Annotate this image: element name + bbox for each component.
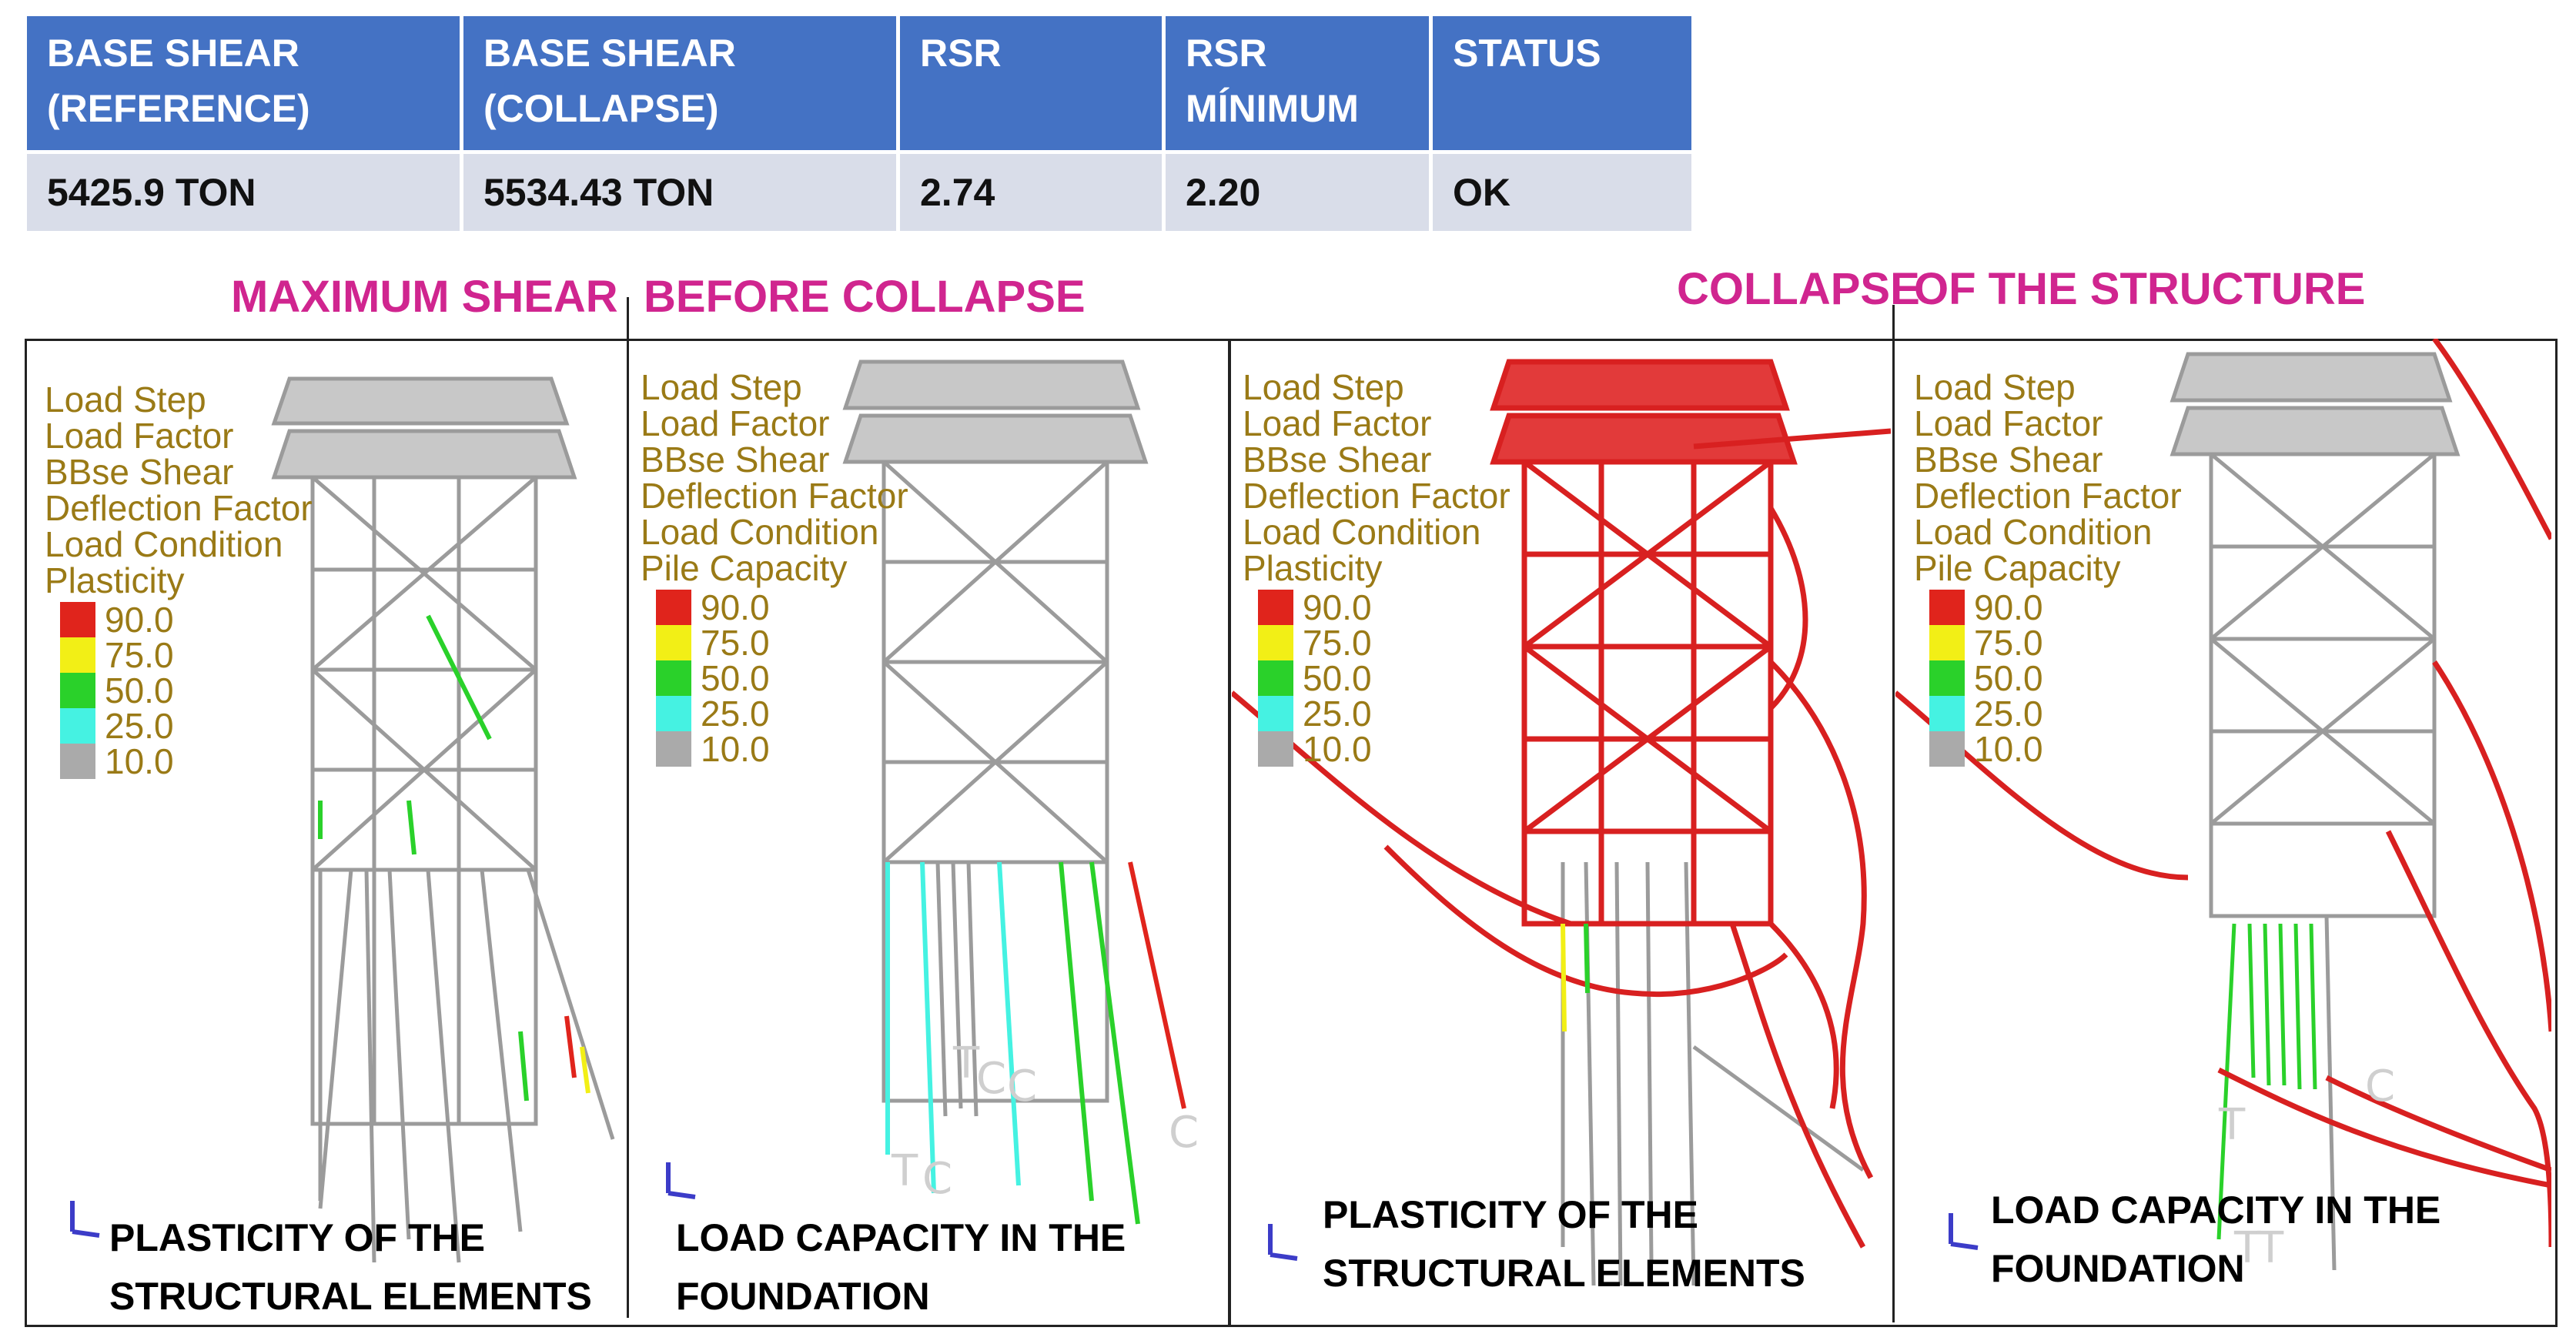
scale-swatch-75 — [60, 637, 95, 673]
legend-deflection-factor: Deflection Factor — [1914, 476, 2182, 516]
svg-text:T: T — [2257, 1223, 2284, 1273]
legend-plasticity: Plasticity — [1243, 548, 1383, 588]
scale-swatch-75 — [656, 625, 691, 660]
legend-load-factor: Load Factor — [1243, 403, 1432, 443]
structure-plasticity-model — [271, 376, 615, 1263]
axis-triad-icon — [1949, 1213, 1979, 1250]
header-rsr: RSR — [896, 12, 1166, 154]
legend-pile-capacity: Pile Capacity — [641, 548, 848, 588]
svg-text:C: C — [2365, 1061, 2395, 1112]
panel-2-legend: Load Step Load Factor BBse Shear Deflect… — [641, 369, 908, 767]
scale-swatch-90 — [60, 602, 95, 637]
legend-load-step: Load Step — [641, 367, 802, 407]
summary-value-row: 5425.9 TON 5534.43 TON 2.74 2.20 OK — [23, 150, 1695, 235]
heading-collapse: COLLAPSE — [1677, 264, 1920, 314]
legend-load-step: Load Step — [1914, 367, 2076, 407]
value-rsr: 2.74 — [896, 150, 1166, 235]
header-base-shear-collapse: BASE SHEAR(COLLAPSE) — [460, 12, 900, 154]
heading-before-collapse: BEFORE COLLAPSE — [644, 272, 1086, 322]
heading-maximum-shear: MAXIMUM SHEAR — [231, 272, 618, 322]
header-base-shear-reference: BASE SHEAR(REFERENCE) — [23, 12, 463, 154]
legend-load-step: Load Step — [45, 379, 206, 420]
scale-swatch-50 — [60, 673, 95, 708]
legend-load-condition: Load Condition — [45, 524, 283, 564]
scale-swatch-50 — [656, 660, 691, 696]
legend-load-condition: Load Condition — [1914, 512, 2153, 552]
header-status: STATUS — [1429, 12, 1695, 154]
scale-swatch-25 — [656, 696, 691, 731]
value-base-shear-reference: 5425.9 TON — [23, 150, 463, 235]
axis-triad-icon — [666, 1162, 696, 1199]
legend-base-shear: BBse Shear — [1243, 440, 1432, 480]
svg-text:T: T — [891, 1146, 918, 1196]
panel-2-caption: LOAD CAPACITY IN THE FOUNDATION — [676, 1216, 1126, 1318]
svg-text:C: C — [1169, 1108, 1199, 1158]
scale-swatch-90 — [656, 590, 691, 625]
legend-load-condition: Load Condition — [641, 512, 879, 552]
legend-load-factor: Load Factor — [45, 416, 234, 456]
panel-1-legend: Load Step Load Factor BBse Shear Deflect… — [45, 382, 313, 779]
svg-text:T: T — [952, 1038, 980, 1088]
svg-text:C: C — [922, 1154, 952, 1204]
heading-of-the-structure: OF THE STRUCTURE — [1914, 264, 2366, 314]
legend-deflection-factor: Deflection Factor — [1243, 476, 1510, 516]
legend-base-shear: BBse Shear — [1914, 440, 2103, 480]
legend-base-shear: BBse Shear — [45, 452, 234, 492]
value-rsr-minimum: 2.20 — [1162, 150, 1433, 235]
structure-plasticity-collapse-model — [1232, 359, 1891, 1286]
scale-swatch-25 — [60, 708, 95, 744]
panel-plasticity-collapse: Load Step Load Factor BBse Shear Deflect… — [1232, 339, 1891, 1324]
right-divider — [1892, 305, 1895, 1322]
scale-swatch-50 — [1929, 660, 1965, 696]
svg-text:C: C — [976, 1054, 1006, 1104]
scale-swatch-10 — [60, 744, 95, 779]
legend-base-shear: BBse Shear — [641, 440, 830, 480]
panel-4-legend: Load Step Load Factor BBse Shear Deflect… — [1914, 369, 2182, 767]
color-scale: 90.0 75.0 50.0 25.0 10.0 — [60, 601, 313, 779]
legend-plasticity: Plasticity — [45, 560, 185, 600]
scale-swatch-10 — [1258, 731, 1293, 767]
left-divider — [627, 297, 629, 1318]
panel-3-legend: Load Step Load Factor BBse Shear Deflect… — [1243, 369, 1510, 767]
scale-swatch-10 — [656, 731, 691, 767]
scale-swatch-50 — [1258, 660, 1293, 696]
svg-text:T: T — [2233, 1223, 2261, 1273]
panel-plasticity-max-shear: Load Step Load Factor BBse Shear Deflect… — [28, 339, 628, 1324]
svg-text:T: T — [2218, 1100, 2246, 1150]
scale-swatch-10 — [1929, 731, 1965, 767]
axis-triad-icon — [1268, 1224, 1298, 1261]
structure-pile-capacity-collapse-model: TTT C — [1895, 339, 2551, 1273]
legend-load-condition: Load Condition — [1243, 512, 1481, 552]
legend-deflection-factor: Deflection Factor — [641, 476, 908, 516]
scale-swatch-90 — [1258, 590, 1293, 625]
scale-swatch-75 — [1929, 625, 1965, 660]
legend-load-step: Load Step — [1243, 367, 1404, 407]
scale-swatch-25 — [1929, 696, 1965, 731]
svg-text:C: C — [1007, 1061, 1037, 1112]
scale-swatch-75 — [1258, 625, 1293, 660]
panel-3-caption: PLASTICITY OF THE STRUCTURAL ELEMENTS — [1323, 1193, 1805, 1295]
value-status: OK — [1429, 150, 1695, 235]
summary-header-row: BASE SHEAR(REFERENCE) BASE SHEAR(COLLAPS… — [23, 12, 1695, 154]
scale-swatch-25 — [1258, 696, 1293, 731]
axis-triad-icon — [70, 1201, 100, 1238]
summary-table: BASE SHEAR(REFERENCE) BASE SHEAR(COLLAPS… — [23, 12, 1695, 235]
panel-4-caption: LOAD CAPACITY IN THE FOUNDATION — [1991, 1189, 2441, 1290]
scale-swatch-90 — [1929, 590, 1965, 625]
color-scale: 90.0 75.0 50.0 25.0 10.0 — [1929, 589, 2182, 767]
color-scale: 90.0 75.0 50.0 25.0 10.0 — [1258, 589, 1510, 767]
legend-load-factor: Load Factor — [1914, 403, 2103, 443]
legend-load-factor: Load Factor — [641, 403, 830, 443]
legend-deflection-factor: Deflection Factor — [45, 488, 313, 528]
panel-1-caption: PLASTICITY OF THE STRUCTURAL ELEMENTS — [109, 1216, 592, 1318]
value-base-shear-collapse: 5534.43 TON — [460, 150, 900, 235]
legend-pile-capacity: Pile Capacity — [1914, 548, 2121, 588]
color-scale: 90.0 75.0 50.0 25.0 10.0 — [656, 589, 908, 767]
